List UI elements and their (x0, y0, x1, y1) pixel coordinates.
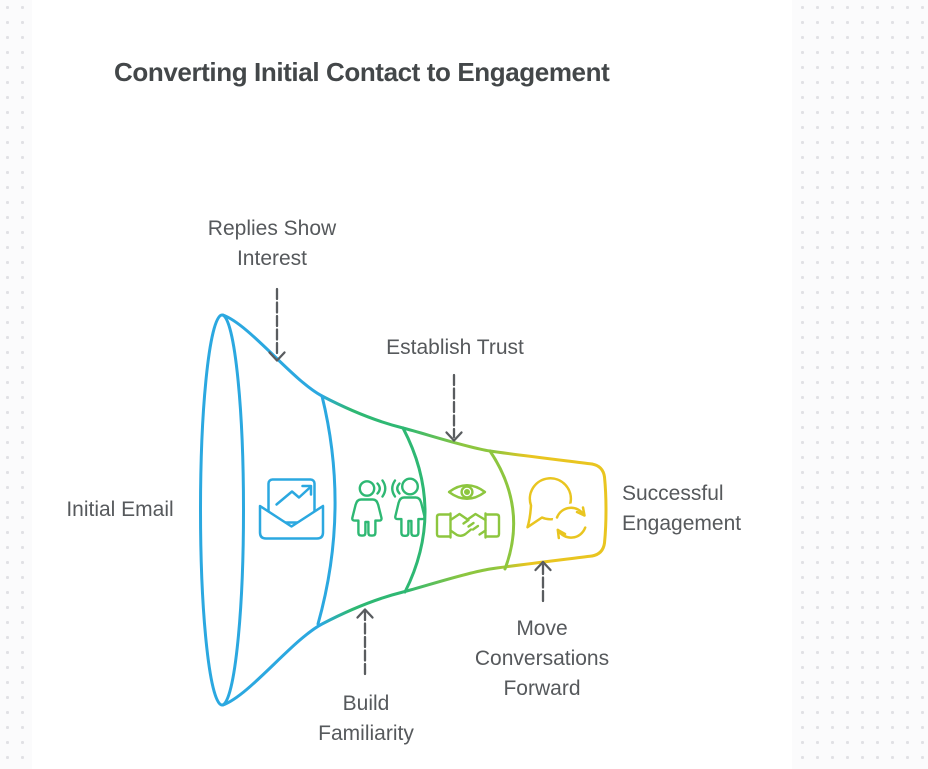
callout-arrows (268, 287, 552, 676)
handshake-right-sleeve (484, 512, 501, 539)
callout-label-build-familiarity: Build Familiarity (318, 692, 414, 745)
handshake-left-sleeve (435, 512, 452, 539)
handshake-hands-bottom (449, 528, 487, 537)
eye-handshake-icon (435, 484, 501, 539)
arrow-head-build-familiarity (356, 608, 374, 619)
callout-label-replies-show-interest: Replies Show Interest (207, 217, 337, 270)
funnel-end-cap (590, 462, 608, 558)
funnel-exit-label: Successful Engagement (622, 482, 742, 535)
email-paper (267, 478, 316, 524)
people-talking-icon (351, 477, 426, 537)
arrow-head-move-conversations (534, 560, 552, 572)
sound-waves-right (391, 479, 401, 498)
funnel-divider-3 (488, 449, 516, 571)
open-email-growth-icon (258, 478, 325, 540)
sync-arc-bottom-arrowhead (556, 528, 567, 540)
growth-arrow-head (301, 484, 313, 496)
person-left-body (351, 498, 383, 537)
sync-arc-top-arrowhead (575, 506, 586, 517)
funnel-mouth-ellipse (199, 313, 245, 707)
callout-label-move-conversations-forward: Move Conversations Forward (474, 617, 610, 700)
arrow-head-replies (268, 351, 286, 362)
funnel-body (199, 313, 608, 707)
person-right-body (394, 496, 426, 537)
funnel-divider-2 (401, 426, 427, 594)
growth-arrow-line (275, 485, 312, 506)
person-left-head (358, 480, 376, 497)
person-right-head (401, 477, 420, 496)
arrow-head-establish-trust (445, 431, 463, 442)
funnel-entry-label: Initial Email (66, 498, 174, 521)
handshake-fingers (462, 518, 480, 531)
page-title: Converting Initial Contact to Engagement (114, 57, 610, 87)
sync-arc-bottom (556, 526, 587, 539)
envelope-body (258, 504, 325, 540)
eye-pupil-dot (464, 489, 471, 496)
sound-waves-left (376, 479, 387, 498)
diagram-canvas (32, 0, 792, 769)
callout-label-establish-trust: Establish Trust (386, 336, 524, 359)
eye-pupil (460, 485, 474, 499)
sync-arc-top (555, 506, 586, 519)
chat-sync-icon (526, 477, 592, 543)
funnel-divider-1 (316, 394, 337, 626)
eye-outline (447, 484, 487, 500)
funnel-bottom-edge (221, 554, 594, 707)
